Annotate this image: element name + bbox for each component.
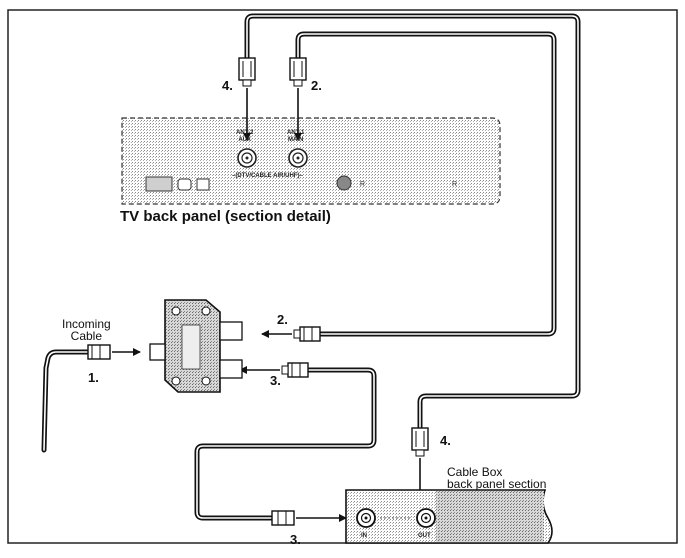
diagram-frame [7, 9, 678, 544]
tv-back-panel: R R [121, 117, 501, 205]
step-label-cablebox-out: 4. [440, 433, 451, 448]
step-label-cablebox-in: 3. [290, 532, 301, 547]
svg-text:R: R [360, 181, 365, 188]
tv-port-label-ant1: ANT-1 MAIN [287, 130, 305, 143]
connector-cablebox-out [411, 427, 429, 457]
tv-ant1-port [288, 148, 308, 168]
cablebox-out-label: OUT [418, 533, 431, 539]
step-label-incoming: 1. [88, 370, 99, 385]
cablebox-in-label: IN [361, 533, 367, 539]
cable-paths [41, 13, 581, 521]
tv-ant2-port [237, 148, 257, 168]
connector-cablebox-in [271, 510, 295, 526]
step-label-tv-left: 4. [222, 78, 233, 93]
cablebox-in-port [356, 508, 376, 528]
step-label-tv-right: 2. [311, 78, 322, 93]
step-label-splitter-top: 2. [277, 312, 288, 327]
tv-panel-caption: TV back panel (section detail) [120, 208, 331, 225]
tv-bracket-label: –(DTV/CABLE AIR/UHF)– [232, 173, 303, 179]
svg-text:R: R [452, 181, 457, 188]
incoming-cable-label: Incoming Cable [62, 317, 111, 343]
cable-box-panel [345, 489, 553, 544]
connector-splitter-top [293, 326, 321, 342]
connector-tv-right [289, 57, 307, 87]
connector-splitter-bottom [281, 362, 309, 378]
cable-box-caption: Cable Box back panel section [447, 465, 547, 491]
tv-port-label-ant2: ANT-2 AUX [236, 130, 254, 143]
step-label-splitter-bottom: 3. [270, 373, 281, 388]
cablebox-out-port [416, 508, 436, 528]
connector-incoming [87, 344, 111, 360]
splitter [149, 299, 243, 393]
connector-tv-left [238, 57, 256, 87]
